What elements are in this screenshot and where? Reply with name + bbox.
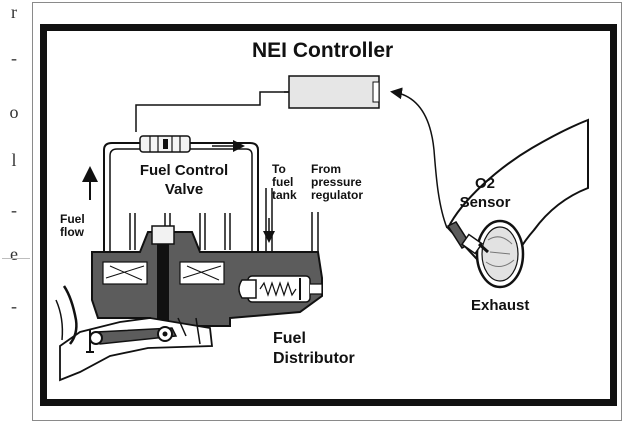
fuel-control-valve [139, 135, 191, 153]
o2-sensor-wire [390, 87, 448, 229]
fuel-control-valve-label-line: Valve [164, 181, 204, 198]
exhaust-label: Exhaust [471, 297, 530, 314]
injector-lines [129, 213, 231, 250]
fuel-distributor [91, 225, 323, 330]
to-fuel-tank-label-line: To [272, 162, 286, 176]
fuel-control-valve-label: Fuel Control Valve [122, 161, 246, 199]
margin-glyph: r [11, 2, 17, 22]
o2-sensor-label-line: O2 [474, 175, 495, 192]
from-pressure-regulator-label: From pressure regulator [311, 163, 363, 202]
exhaust-pipe [446, 118, 589, 289]
fuel-distributor-label-line: Distributor [273, 350, 355, 367]
fuel-line [103, 142, 140, 260]
fuel-flow-label-line: flow [60, 225, 84, 239]
diagram-title: NEI Controller [252, 39, 394, 62]
o2-sensor-label: O2 Sensor [450, 174, 520, 212]
sensor-plate-linkage [55, 285, 214, 382]
o2-sensor-label-line: Sensor [459, 194, 511, 211]
nei-controller-box [284, 75, 380, 109]
from-pressure-regulator-label-line: From [311, 162, 341, 176]
scan-artifact [2, 258, 30, 259]
fuel-flow-label: Fuel flow [60, 213, 85, 239]
margin-glyph: e [10, 244, 18, 264]
from-pressure-regulator-label-line: pressure [311, 175, 362, 189]
margin-glyph: l [11, 150, 17, 170]
to-fuel-tank-label-line: tank [272, 188, 297, 202]
fuel-distributor-label: Fuel Distributor [273, 329, 355, 369]
to-fuel-tank-label-line: fuel [272, 175, 294, 189]
fuel-control-valve-label-line: Fuel Control [139, 162, 229, 179]
from-pressure-regulator-label-line: regulator [311, 188, 364, 202]
controller-signal-wire [135, 91, 289, 132]
fuel-distributor-label-line: Fuel [273, 330, 306, 347]
margin-glyph: o [9, 102, 19, 122]
margin-glyph: - [11, 48, 17, 68]
to-fuel-tank-label: To fuel tank [272, 163, 297, 202]
o2-sensor [446, 221, 489, 255]
margin-glyph: - [11, 296, 17, 316]
margin-glyph: - [11, 200, 17, 220]
fuel-flow-label-line: Fuel [60, 212, 85, 226]
